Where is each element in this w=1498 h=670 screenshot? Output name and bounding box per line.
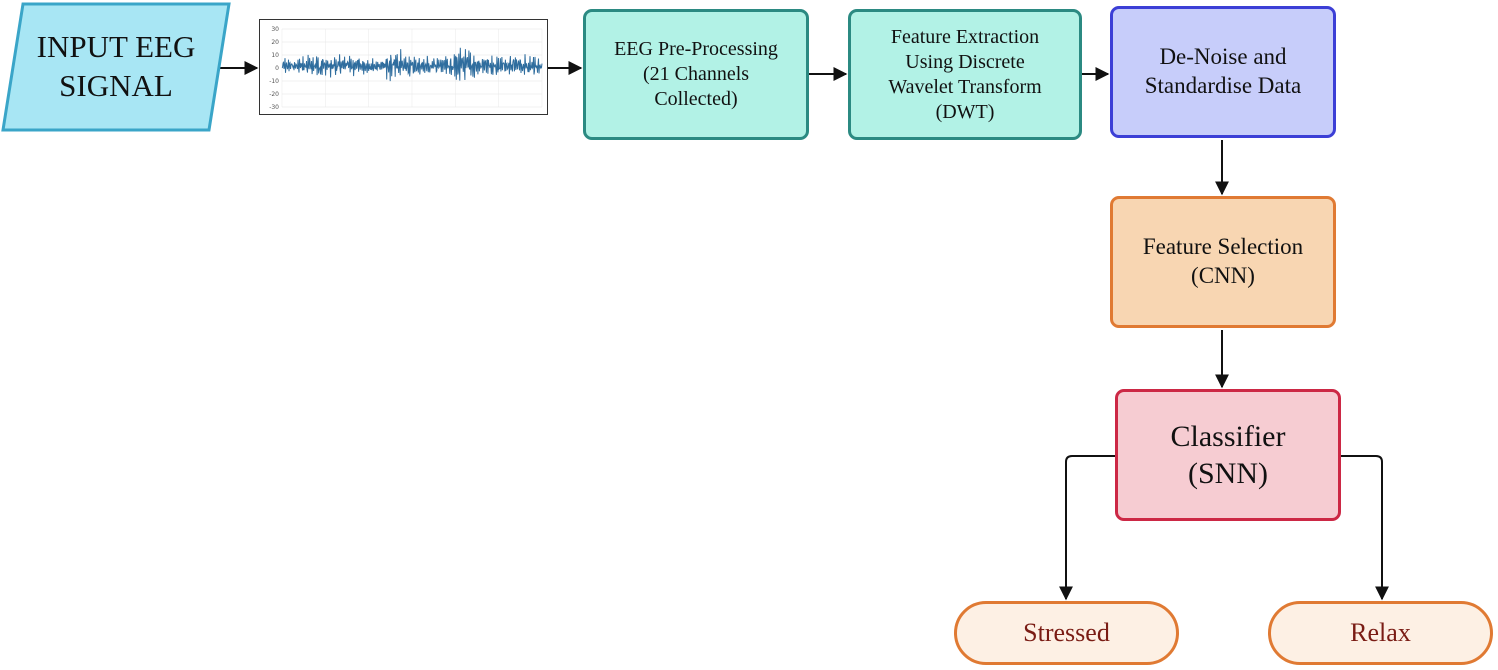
eeg-preprocessing-label: EEG Pre-Processing (21 Channels Collecte… [614, 37, 778, 112]
feature-selection-node: Feature Selection (CNN) [1110, 196, 1336, 328]
classifier-label: Classifier (SNN) [1171, 418, 1286, 493]
feature-selection-label: Feature Selection (CNN) [1143, 233, 1303, 291]
eeg-preprocessing-node: EEG Pre-Processing (21 Channels Collecte… [583, 9, 809, 140]
eeg-waveform-plot: 30 20 10 0 -10 -20 -30 [269, 26, 543, 111]
classifier-node: Classifier (SNN) [1115, 389, 1341, 521]
relax-output-node: Relax [1268, 601, 1493, 665]
preprocessing-label-line: Collected) [654, 88, 738, 110]
eeg-trace [281, 47, 543, 82]
input-eeg-signal-node: INPUT EEG SIGNAL [0, 2, 232, 132]
feature-extraction-node: Feature Extraction Using Discrete Wavele… [848, 9, 1082, 140]
eeg-plot-y-ticks: 30 20 10 0 -10 -20 -30 [269, 26, 279, 111]
feature-extraction-label-line: Feature Extraction [890, 25, 1040, 48]
arrow-classifier-to-stressed [1059, 455, 1115, 601]
denoise-label-line: De-Noise and [1159, 44, 1287, 70]
feature-extraction-label-line: Wavelet Transform [888, 75, 1042, 98]
eeg-y-tick: -20 [269, 91, 279, 98]
input-eeg-signal-label: INPUT EEG SIGNAL [37, 28, 196, 106]
classifier-label-line: (SNN) [1187, 457, 1268, 490]
eeg-y-tick: -30 [269, 104, 279, 111]
eeg-y-tick: -10 [269, 78, 279, 85]
preprocessing-label-line: (21 Channels [642, 63, 750, 85]
eeg-y-tick: 20 [271, 39, 279, 46]
denoise-label-line: Standardise Data [1144, 73, 1302, 98]
relax-label: Relax [1350, 617, 1411, 647]
input-label-line: SIGNAL [59, 68, 173, 103]
feature-selection-label-line: (CNN) [1191, 263, 1255, 288]
preprocessing-label-line: EEG Pre-Processing [614, 38, 778, 60]
feature-extraction-label-line: (DWT) [935, 100, 995, 123]
input-label-line: INPUT EEG [36, 29, 196, 65]
classifier-label-line: Classifier [1170, 419, 1286, 453]
parallelogram-shape [1, 2, 231, 132]
denoise-label: De-Noise and Standardise Data [1145, 43, 1301, 101]
arrow-classifier-to-relax [1341, 455, 1389, 601]
eeg-y-tick: 10 [271, 52, 279, 59]
eeg-signal-thumbnail: 30 20 10 0 -10 -20 -30 [259, 19, 548, 115]
eeg-y-tick: 30 [271, 26, 279, 33]
feature-extraction-label-line: Using Discrete [905, 50, 1025, 73]
feature-extraction-label: Feature Extraction Using Discrete Wavele… [888, 25, 1041, 125]
feature-selection-label-line: Feature Selection [1142, 234, 1304, 260]
denoise-standardise-node: De-Noise and Standardise Data [1110, 6, 1336, 138]
stressed-label: Stressed [1023, 617, 1110, 647]
eeg-y-tick: 0 [275, 65, 279, 72]
stressed-output-node: Stressed [954, 601, 1179, 665]
